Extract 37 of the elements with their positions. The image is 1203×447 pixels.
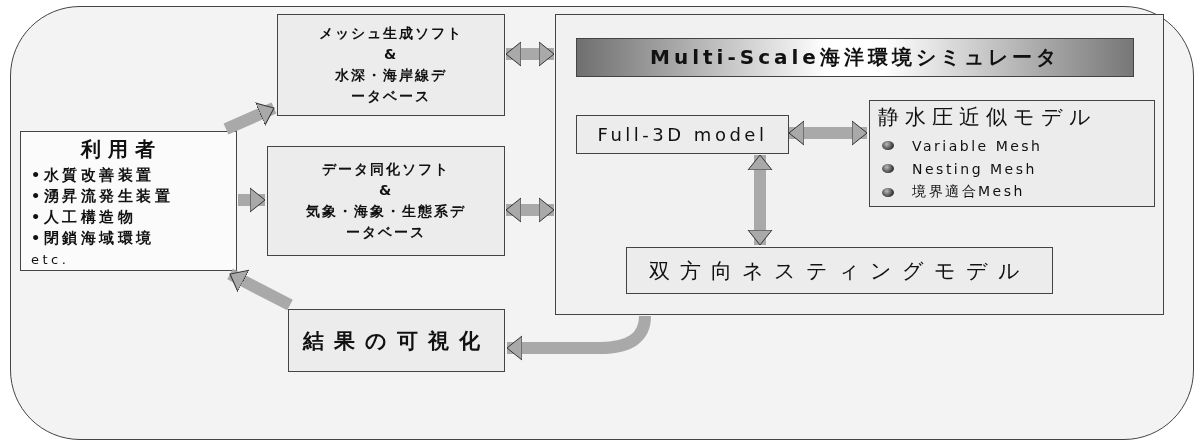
list-item: •閉鎖海域環境 [31, 229, 155, 248]
block-arrow [227, 268, 293, 311]
ampersand: & [383, 45, 399, 64]
box-text: Full-3D model [597, 124, 768, 145]
list-item: •湧昇流発生装置 [31, 187, 174, 206]
box-text: メッシュ生成ソフト [319, 24, 463, 43]
block-arrow [505, 197, 555, 223]
band-title: Multi-Scale海洋環境シミュレータ [650, 44, 1060, 71]
block-arrow [788, 120, 868, 146]
box-text: 結果の可視化 [303, 327, 490, 355]
title-band [576, 38, 1134, 77]
list-item: 境界適合Mesh [912, 183, 1025, 202]
block-arrow [505, 41, 555, 67]
container-box [555, 14, 1164, 315]
box-text: 水深・海岸線データベース [335, 66, 447, 106]
block-arrow [238, 187, 266, 213]
process-box [626, 247, 1053, 294]
heading-text: 利用者 [81, 136, 162, 163]
process-box [277, 14, 505, 116]
box-text: データ同化ソフト [322, 160, 450, 179]
process-box [267, 146, 505, 256]
block-arrow [747, 154, 773, 246]
list-item: Nesting Mesh [912, 161, 1037, 177]
heading-text: 静水圧近似モデル [878, 104, 1097, 131]
box-text: 気象・海象・生態系データベース [305, 202, 467, 242]
ampersand: & [378, 181, 394, 200]
process-box [576, 115, 789, 154]
curved-arrow [506, 315, 651, 361]
list-item: •水質改善装置 [31, 166, 155, 185]
list-item: Variable Mesh [912, 137, 1043, 154]
block-arrow [223, 102, 277, 135]
process-box [288, 309, 505, 372]
list-item: •人工構造物 [31, 208, 137, 227]
list-item: etc. [31, 251, 70, 269]
text-box [20, 131, 237, 271]
box-text: 双方向ネスティングモデル [649, 257, 1030, 285]
process-box [869, 100, 1155, 207]
